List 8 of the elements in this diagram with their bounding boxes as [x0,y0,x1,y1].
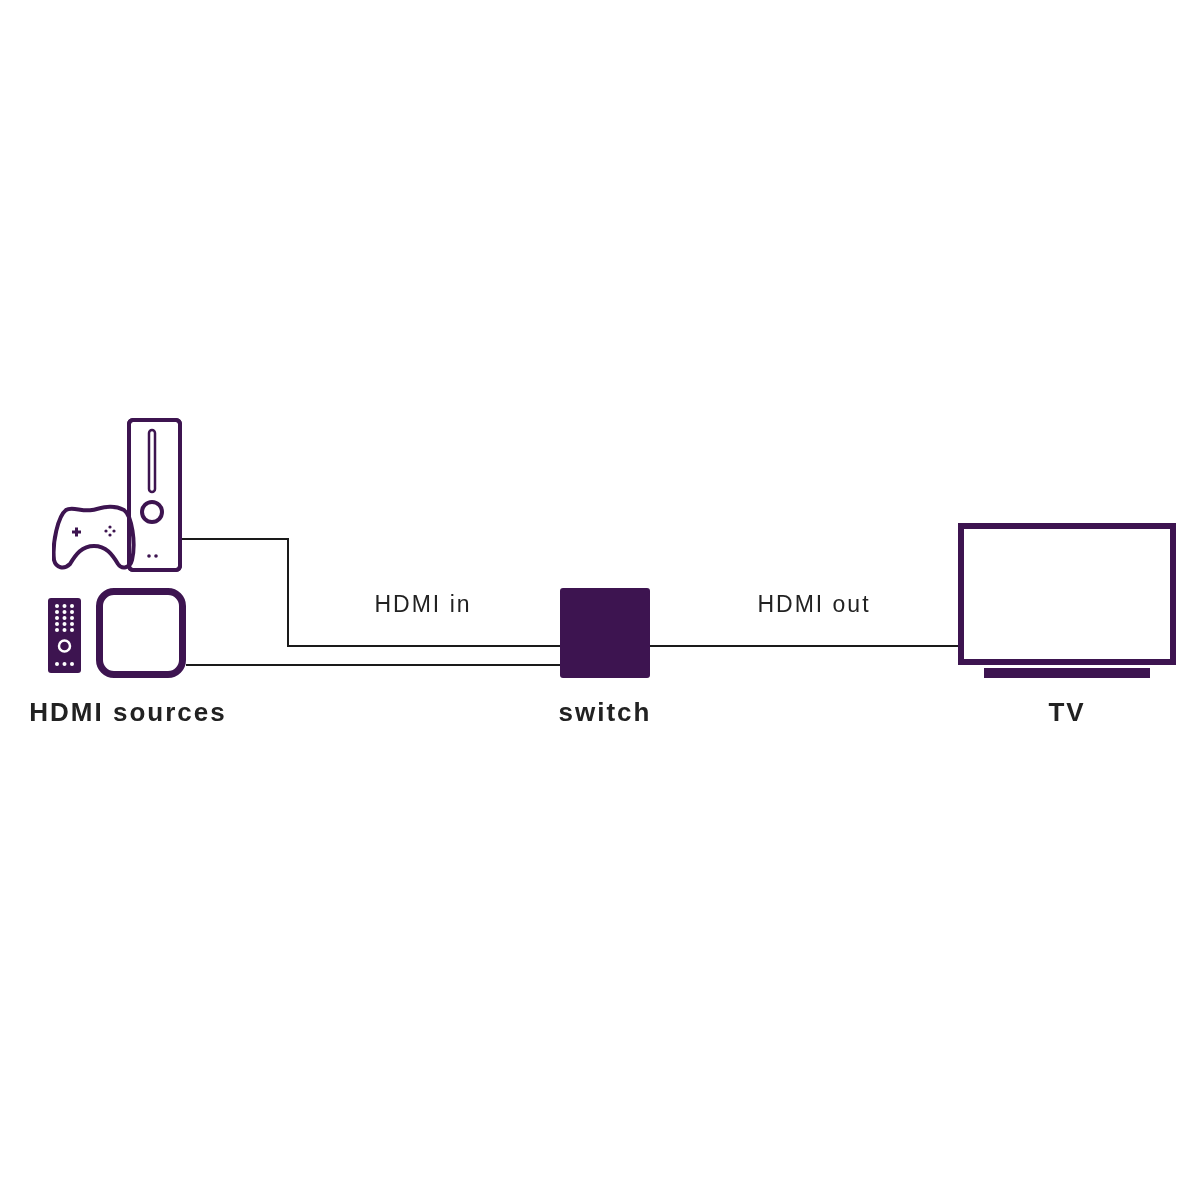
cable-line [185,664,561,666]
cable-line [181,538,561,647]
cable-line [649,645,959,647]
device-caption: switch [557,696,653,729]
edge-label: HDMI out [756,590,872,619]
device-caption: TV [1047,696,1087,729]
edge-label: HDMI in [373,590,473,619]
group-caption: HDMI sources [28,696,228,729]
